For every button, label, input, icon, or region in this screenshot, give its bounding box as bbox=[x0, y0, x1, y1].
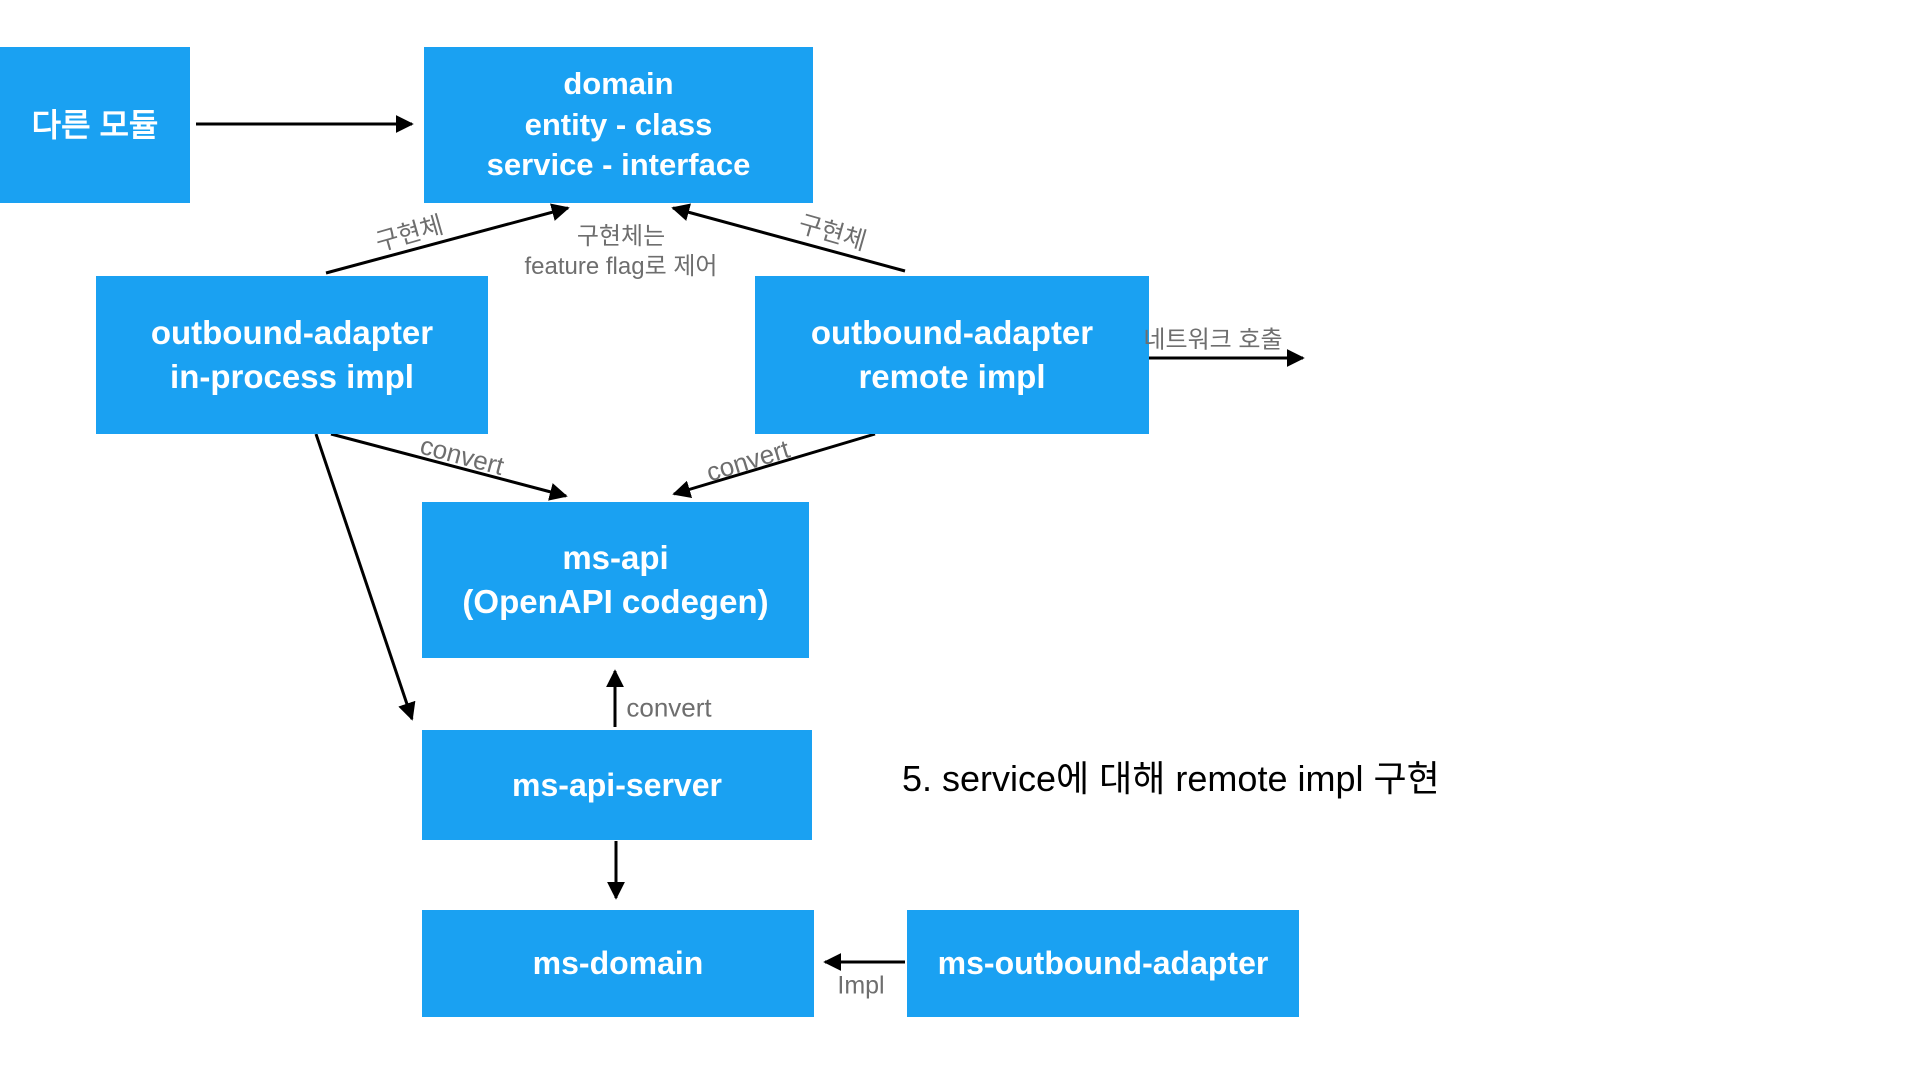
edge-in-process-to-ms-api-server bbox=[314, 433, 416, 721]
node-other-module: 다른 모듈 bbox=[0, 47, 190, 203]
node-domain: domain entity - class service - interfac… bbox=[424, 47, 813, 203]
node-ms-api-label-line1: ms-api bbox=[562, 539, 669, 577]
edge-label-impl-right: 구현체 bbox=[795, 209, 870, 256]
edge-label-convert-up: convert bbox=[626, 692, 712, 723]
feature-flag-note-line1: 구현체는 bbox=[576, 223, 666, 250]
node-ms-domain: ms-domain bbox=[422, 910, 814, 1017]
edge-label-convert-left: convert bbox=[417, 429, 508, 482]
node-other-module-label: 다른 모듈 bbox=[31, 106, 159, 143]
node-ms-api-server-label: ms-api-server bbox=[512, 766, 722, 803]
node-outbound-adapter-remote-label-line1: outbound-adapter bbox=[810, 314, 1094, 352]
node-domain-label-line2: entity - class bbox=[524, 106, 713, 142]
node-ms-domain-label: ms-domain bbox=[532, 945, 704, 982]
edge-label-network-call: 네트워크 호출 bbox=[1143, 326, 1283, 354]
node-outbound-adapter-in-process-label-line2: in-process impl bbox=[170, 358, 414, 395]
feature-flag-note-line2: feature flag로 제어 bbox=[524, 253, 718, 280]
edge-label-impl-bottom: Impl bbox=[837, 971, 885, 1000]
node-domain-label-line1: domain bbox=[563, 65, 674, 101]
node-ms-api-label-line2: (OpenAPI codegen) bbox=[462, 583, 769, 620]
node-outbound-adapter-in-process-label-line1: outbound-adapter bbox=[150, 314, 434, 352]
node-ms-api-server: ms-api-server bbox=[422, 730, 812, 840]
edge-label-convert-right: convert bbox=[702, 433, 794, 488]
node-domain-label-line3: service - interface bbox=[486, 147, 751, 183]
node-outbound-adapter-in-process: outbound-adapter in-process impl bbox=[96, 276, 488, 434]
feature-flag-note: 구현체는 feature flag로 제어 bbox=[525, 222, 718, 282]
node-outbound-adapter-remote: outbound-adapter remote impl bbox=[755, 276, 1149, 434]
node-outbound-adapter-remote-label-line2: remote impl bbox=[858, 358, 1046, 395]
node-ms-outbound-adapter: ms-outbound-adapter bbox=[907, 910, 1299, 1017]
edge-label-impl-left: 구현체 bbox=[372, 210, 447, 257]
node-ms-outbound-adapter-label: ms-outbound-adapter bbox=[937, 945, 1269, 982]
annotation-step-note: 5. service에 대해 remote impl 구현 bbox=[902, 758, 1440, 799]
node-ms-api: ms-api (OpenAPI codegen) bbox=[422, 502, 809, 658]
